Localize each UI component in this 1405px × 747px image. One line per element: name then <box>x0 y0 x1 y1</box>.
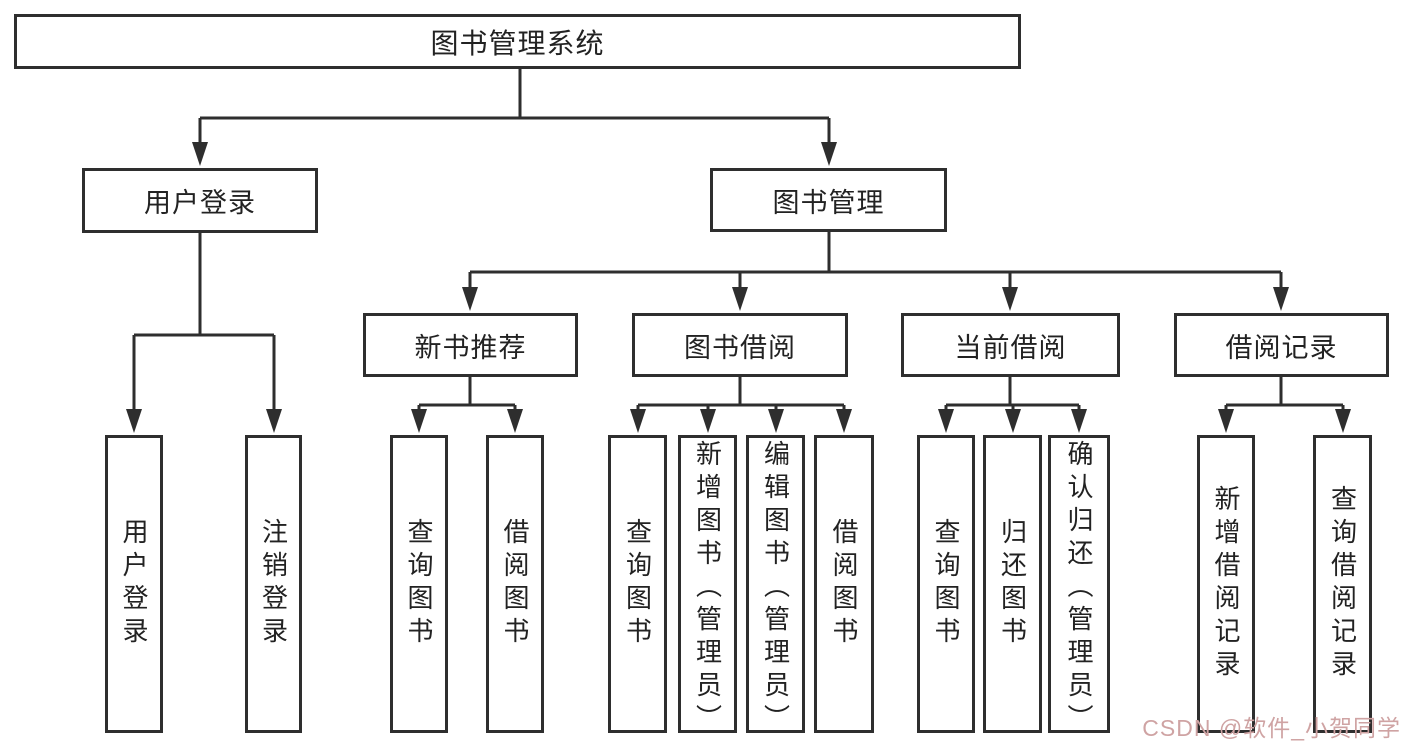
node-label: 用户登录 <box>119 518 149 650</box>
node-user-login: 用户登录 <box>82 168 318 233</box>
node-book-borrowing: 图书借阅 <box>632 313 848 377</box>
leaf-br-query-record: 查询借阅记录 <box>1313 435 1372 733</box>
csdn-watermark: CSDN @软件_小贺同学 <box>1142 715 1401 741</box>
node-label: 编辑图书（管理员） <box>760 440 791 737</box>
node-label: 查询借阅记录 <box>1327 485 1358 683</box>
node-new-book-recommendation: 新书推荐 <box>363 313 578 377</box>
node-label: 查询图书 <box>931 518 961 650</box>
leaf-nb-borrow-books: 借阅图书 <box>486 435 544 733</box>
leaf-cb-confirm-return-admin: 确认归还（管理员） <box>1048 435 1110 737</box>
node-label: 借阅记录 <box>1225 332 1338 363</box>
leaf-bb-edit-books-admin: 编辑图书（管理员） <box>746 435 805 737</box>
leaf-logout: 注销登录 <box>245 435 302 733</box>
node-label: 注销登录 <box>258 518 289 650</box>
node-book-management: 图书管理 <box>710 168 947 232</box>
leaf-bb-borrow-books: 借阅图书 <box>814 435 874 733</box>
leaf-bb-add-books-admin: 新增图书（管理员） <box>678 435 737 737</box>
node-label: 查询图书 <box>622 518 653 650</box>
leaf-cb-query-books: 查询图书 <box>917 435 975 733</box>
leaf-bb-query-books: 查询图书 <box>608 435 667 733</box>
leaf-cb-return-books: 归还图书 <box>983 435 1042 733</box>
node-label: 确认归还（管理员） <box>1064 440 1094 737</box>
node-label: 新增借阅记录 <box>1211 485 1241 683</box>
leaf-user-login: 用户登录 <box>105 435 163 733</box>
node-label: 图书借阅 <box>684 332 796 363</box>
node-label: 图书管理 <box>772 187 885 218</box>
node-borrowing-records: 借阅记录 <box>1174 313 1389 377</box>
node-label: 新增图书（管理员） <box>692 440 723 737</box>
node-label: 借阅图书 <box>829 518 859 650</box>
leaf-nb-query-books: 查询图书 <box>390 435 448 733</box>
node-label: 查询图书 <box>404 518 434 650</box>
node-label: 图书管理系统 <box>430 27 605 59</box>
node-label: 当前借阅 <box>954 332 1067 363</box>
leaf-br-add-record: 新增借阅记录 <box>1197 435 1255 733</box>
node-book-management-system: 图书管理系统 <box>14 14 1021 69</box>
node-label: 借阅图书 <box>500 518 530 650</box>
node-label: 新书推荐 <box>414 332 527 363</box>
node-current-borrowing: 当前借阅 <box>901 313 1120 377</box>
node-label: 归还图书 <box>997 518 1028 650</box>
node-label: 用户登录 <box>144 188 256 218</box>
